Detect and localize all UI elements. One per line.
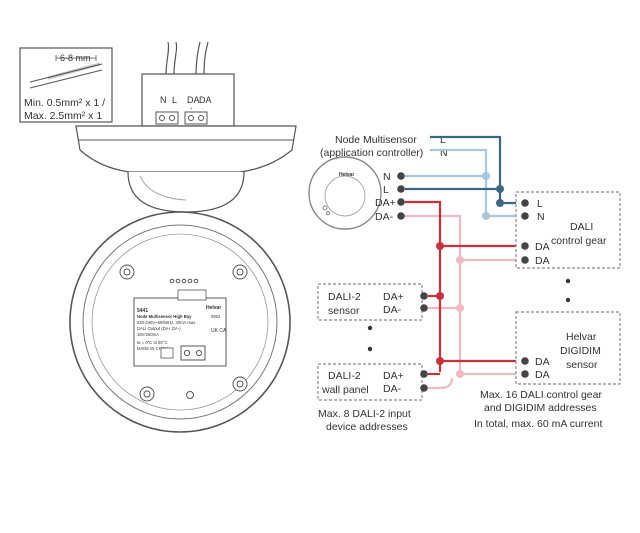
dali2-sensor-title: DALI-2 (328, 291, 361, 303)
gear-note-2: and DIGIDIM addresses (484, 402, 597, 414)
node-multisensor-title: Node Multisensor (335, 134, 417, 146)
wall-panel-pin-da-plus: DA+ (383, 370, 404, 382)
wall-panel-subtitle: wall panel (321, 384, 369, 396)
control-gear-pin-n: N (537, 211, 545, 223)
dali-control-gear: DALI control gear L N DA DA (515, 191, 621, 269)
dali-wiring (405, 200, 520, 390)
node-pin-n: N (383, 171, 391, 183)
label-dali-output: DALI Output (DA+,DA-) (137, 326, 181, 331)
terminal-label-n: N (160, 95, 167, 105)
label-date-code: 0922 (211, 314, 221, 319)
label-temperature: ta = 0°C to 50°C (137, 340, 167, 345)
sensor-base-view: Helvar 5441 Node Multisensor High Bay 09… (69, 211, 291, 433)
label-product-name: Node Multisensor High Bay (137, 314, 192, 319)
node-pin-da-plus: DA+ (375, 197, 396, 209)
terminal-polarity-plus: + (190, 106, 193, 111)
dali2-sensor-subtitle: sensor (328, 305, 360, 317)
control-gear-title: DALI (570, 221, 593, 233)
mains-neutral-label: N (440, 147, 448, 159)
sensor-side-view: N L DA DA + - (75, 41, 297, 213)
wire-strip-callout: 6-8 mm Min. 0.5mm² x 1 / Max. 2.5mm² x 1 (19, 47, 113, 123)
node-pin-l: L (383, 184, 389, 196)
control-gear-subtitle: control gear (551, 235, 607, 247)
gear-note-1: Max. 16 DALI control gear (480, 389, 602, 401)
dali2-sensor-pin-da-minus: DA- (383, 304, 402, 316)
digidim-title-type: sensor (566, 359, 598, 371)
notes: Max. 8 DALI-2 input device addresses Max… (318, 389, 602, 433)
label-rating: 220-240V~50/60Hz, 30mA max. (137, 320, 196, 325)
node-pin-da-minus: DA- (375, 211, 394, 223)
control-gear-pin-l: L (537, 198, 543, 210)
node-multisensor-subtitle: (application controller) (320, 147, 423, 159)
label-model: 5441 (137, 308, 148, 314)
digidim-sensor: Helvar DIGIDIM sensor DA DA (515, 311, 621, 385)
digidim-title-name: DIGIDIM (560, 345, 601, 357)
label-origin: MADE IN CHINA (137, 346, 169, 351)
continuation-dots (367, 278, 571, 352)
terminal-label-da-plus: DA (187, 95, 200, 105)
digidim-title-brand: Helvar (566, 331, 597, 343)
dali2-sensor-pin-da-plus: DA+ (383, 291, 404, 303)
current-note: In total, max. 60 mA current (474, 418, 602, 430)
mains-wiring (405, 135, 520, 218)
control-gear-pin-da2: DA (535, 255, 550, 267)
label-brand: Helvar (206, 305, 221, 311)
dali2-sensor: DALI-2 sensor DA+ DA- (317, 283, 428, 321)
label-dali-current: 16V/250mA (137, 332, 159, 337)
input-device-note-2: device addresses (326, 421, 408, 433)
label-ukca-mark: UK CA (211, 328, 227, 334)
control-gear-pin-da1: DA (535, 241, 550, 253)
mains-live-label: L (440, 134, 446, 146)
terminal-label-da-minus: DA (199, 95, 212, 105)
wire-max-size-label: Max. 2.5mm² x 1 (24, 110, 102, 122)
terminal-label-l: L (172, 95, 177, 105)
wire-min-size-label: Min. 0.5mm² x 1 / (24, 97, 105, 109)
digidim-pin-da1: DA (535, 356, 550, 368)
terminal-polarity-minus: - (202, 106, 204, 111)
wall-panel-pin-da-minus: DA- (383, 383, 402, 395)
digidim-pin-da2: DA (535, 369, 550, 381)
wall-panel-title: DALI-2 (328, 370, 361, 382)
node-multisensor-brand: Helvar (339, 172, 354, 178)
wire-junctions (436, 172, 504, 378)
dali2-wall-panel: DALI-2 wall panel DA+ DA- (317, 363, 428, 401)
input-device-note-1: Max. 8 DALI-2 input (318, 408, 411, 420)
strip-length-label: 6-8 mm (60, 53, 91, 63)
node-multisensor-terminals: N L DA+ DA- (375, 171, 405, 223)
node-multisensor: Node Multisensor (application controller… (308, 134, 448, 230)
